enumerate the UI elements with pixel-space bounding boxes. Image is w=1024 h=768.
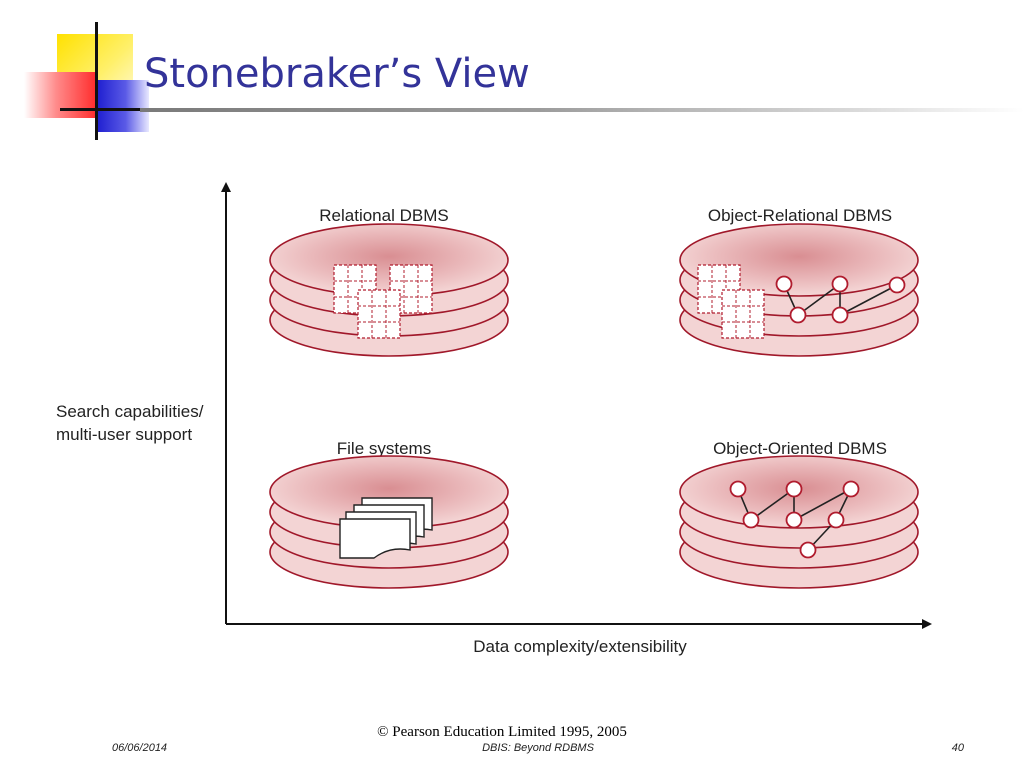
decor-horizontal-line — [60, 108, 152, 111]
label-relational-dbms: Relational DBMS — [319, 206, 448, 225]
footer-page-number: 40 — [951, 742, 964, 754]
decor-blue-square — [97, 80, 149, 132]
object-graph-object-relational — [775, 275, 906, 324]
decor-vertical-line — [95, 22, 98, 140]
footer-date: 06/06/2014 — [112, 742, 168, 754]
y-axis-label-line2: multi-user support — [56, 425, 192, 444]
slide-title: Stonebraker’s View — [144, 51, 530, 97]
document-stack-icon — [339, 497, 433, 559]
label-file-systems: File systems — [337, 439, 431, 458]
footer-course: DBIS: Beyond RDBMS — [482, 742, 594, 754]
copyright-notice: © Pearson Education Limited 1995, 2005 — [377, 724, 627, 740]
y-axis-label-line1: Search capabilities/ — [56, 402, 204, 421]
object-graph-object-oriented — [729, 480, 860, 559]
label-object-oriented-dbms: Object-Oriented DBMS — [713, 439, 887, 458]
title-underline — [140, 108, 1024, 112]
x-axis-label: Data complexity/extensibility — [473, 637, 687, 656]
label-object-relational-dbms: Object-Relational DBMS — [708, 206, 892, 225]
